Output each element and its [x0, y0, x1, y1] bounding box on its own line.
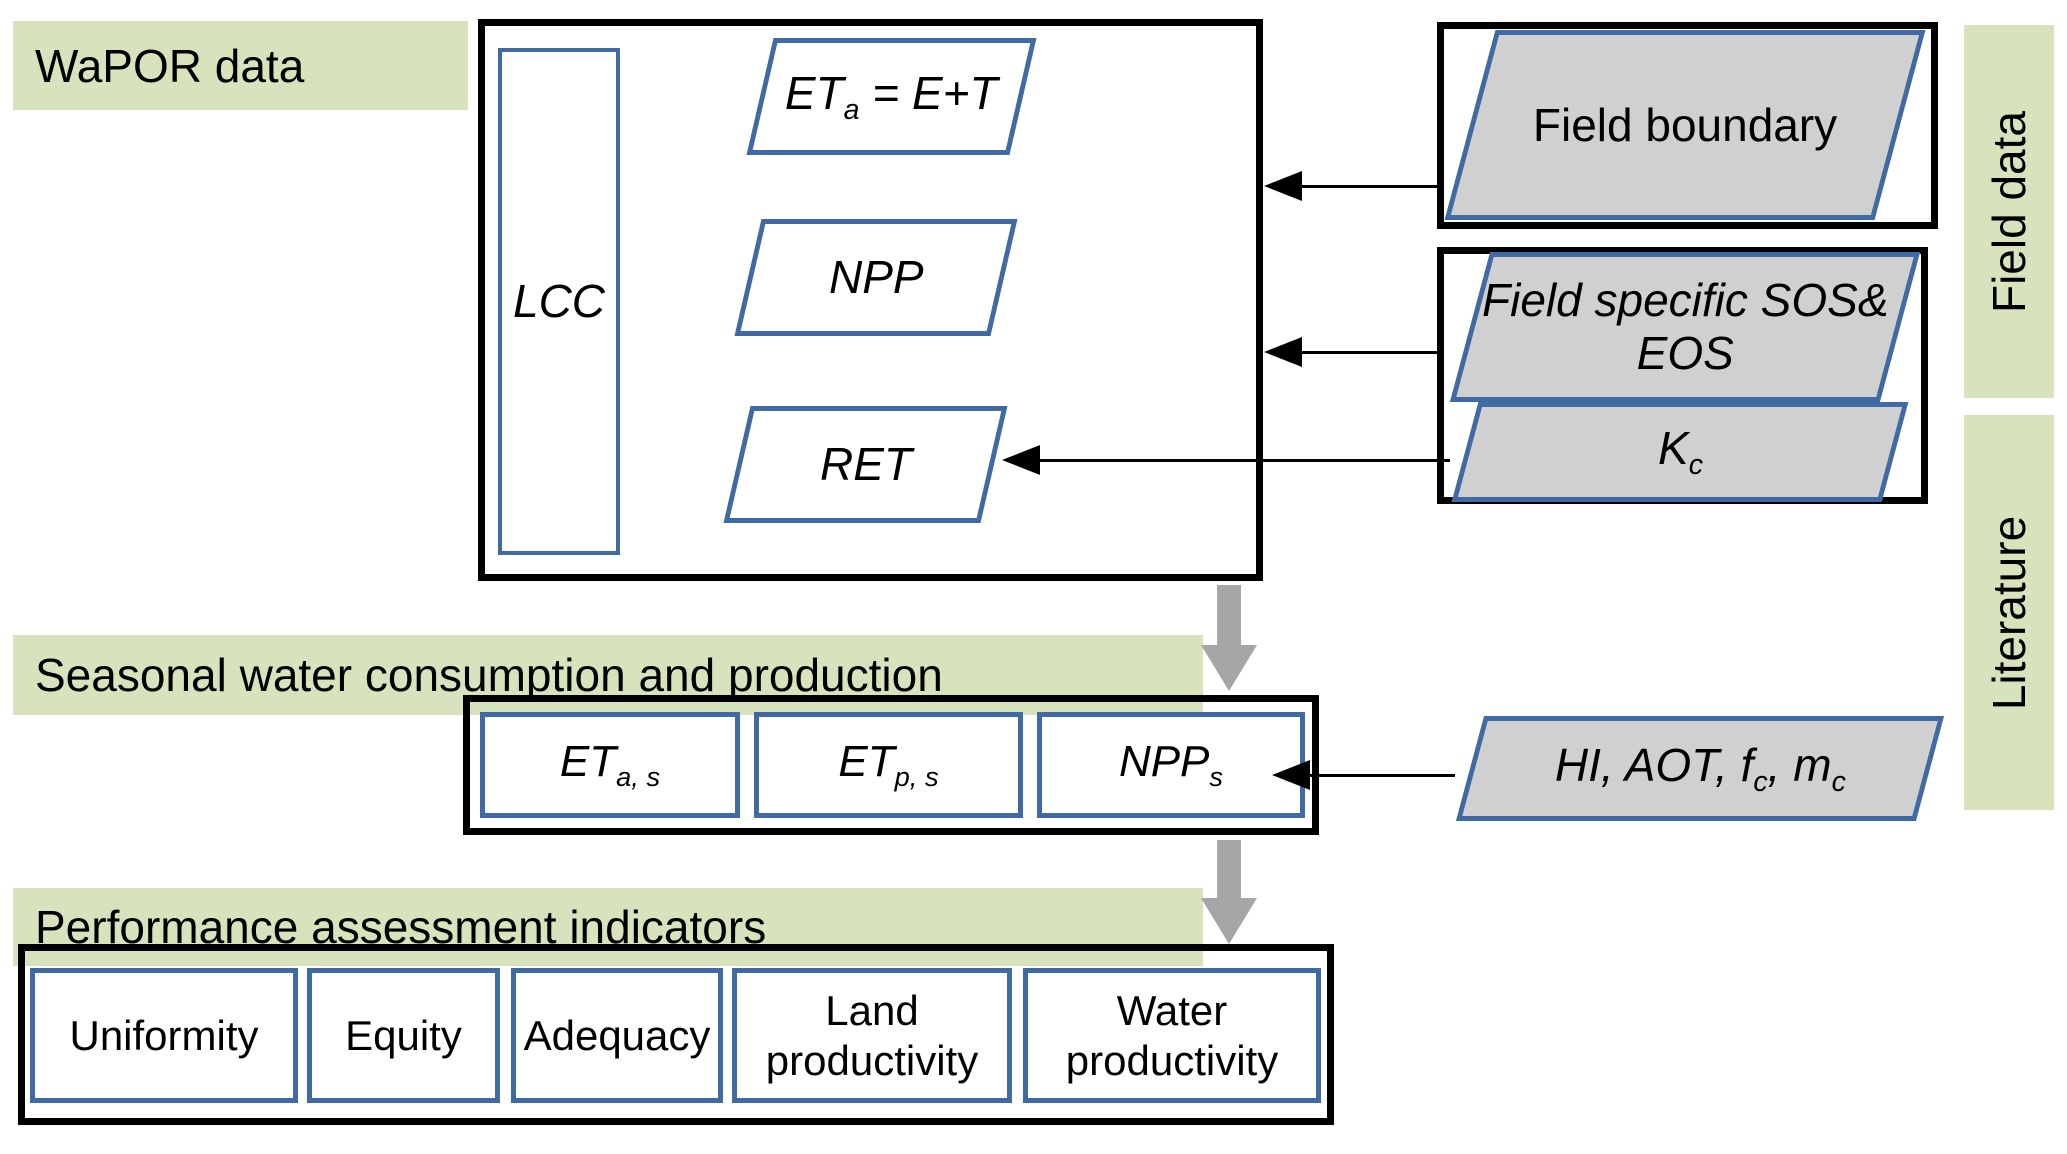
npp-s-label: NPPs: [1118, 737, 1224, 793]
uniformity-box: Uniformity: [30, 968, 298, 1103]
hi-aot-label: HI, AOT, fc, mc: [1554, 738, 1846, 798]
npp-s-box: NPPs: [1037, 712, 1305, 818]
hi-aot-npps-arrowhead-icon: [1272, 760, 1310, 790]
performance-box: [18, 944, 1334, 1125]
water-productivity-label: Water productivity: [1065, 986, 1279, 1084]
flow-arrow-2-head-icon: [1201, 898, 1257, 944]
eta-s-label: ETa, s: [559, 737, 661, 793]
lcc-box: LCC: [498, 48, 620, 555]
lcc-label: LCC: [512, 275, 606, 328]
seasonal-box: [463, 695, 1319, 835]
eta-s-box: ETa, s: [480, 712, 740, 818]
flow-arrow-1-shaft: [1217, 585, 1241, 645]
eta-label: ETa = E+T: [785, 66, 998, 126]
flow-arrow-1-head-icon: [1201, 645, 1257, 691]
flow-arrow-2-shaft: [1217, 840, 1241, 898]
kc-parallelogram: Kc: [1451, 402, 1909, 502]
equity-box: Equity: [307, 968, 500, 1103]
field-boundary-parallelogram: Field boundary: [1444, 30, 1926, 220]
seasonal-label: Seasonal water consumption and productio…: [35, 649, 943, 701]
equity-label: Equity: [345, 1011, 462, 1059]
eta-parallelogram: ETa = E+T: [746, 38, 1037, 155]
kc-ret-arrowhead-icon: [1002, 445, 1040, 475]
land-productivity-label: Land productivity: [765, 986, 979, 1084]
uniformity-label: Uniformity: [69, 1011, 259, 1059]
field-boundary-label: Field boundary: [1532, 98, 1838, 151]
kc-ret-arrow: [1034, 459, 1450, 462]
literature-band: Literature: [1964, 415, 2054, 810]
water-productivity-box: Water productivity: [1023, 968, 1321, 1103]
ret-parallelogram: RET: [723, 406, 1008, 523]
npp-label: NPP: [828, 251, 924, 304]
etp-s-label: ETp, s: [838, 737, 939, 793]
sos-eos-label: Field specific SOS&EOS: [1481, 274, 1889, 379]
wapor-data-band: WaPOR data: [13, 21, 468, 110]
etp-s-box: ETp, s: [754, 712, 1023, 818]
sos-eos-arrowhead-icon: [1264, 337, 1302, 367]
field-boundary-arrowhead-icon: [1264, 171, 1302, 201]
adequacy-box: Adequacy: [511, 968, 723, 1103]
wapor-data-label: WaPOR data: [35, 39, 305, 92]
hi-aot-npps-arrow: [1304, 774, 1455, 777]
sos-eos-parallelogram: Field specific SOS&EOS: [1449, 252, 1921, 402]
field-data-band: Field data: [1964, 25, 2054, 398]
land-productivity-box: Land productivity: [732, 968, 1012, 1103]
adequacy-label: Adequacy: [523, 1011, 711, 1059]
hi-aot-parallelogram: HI, AOT, fc, mc: [1455, 716, 1945, 821]
kc-label: Kc: [1657, 422, 1703, 482]
ret-label: RET: [819, 438, 912, 491]
field-boundary-arrow: [1296, 185, 1437, 188]
literature-label: Literature: [1983, 515, 2035, 710]
npp-parallelogram: NPP: [734, 219, 1018, 336]
field-data-label: Field data: [1983, 110, 2035, 313]
sos-eos-arrow: [1296, 351, 1437, 354]
